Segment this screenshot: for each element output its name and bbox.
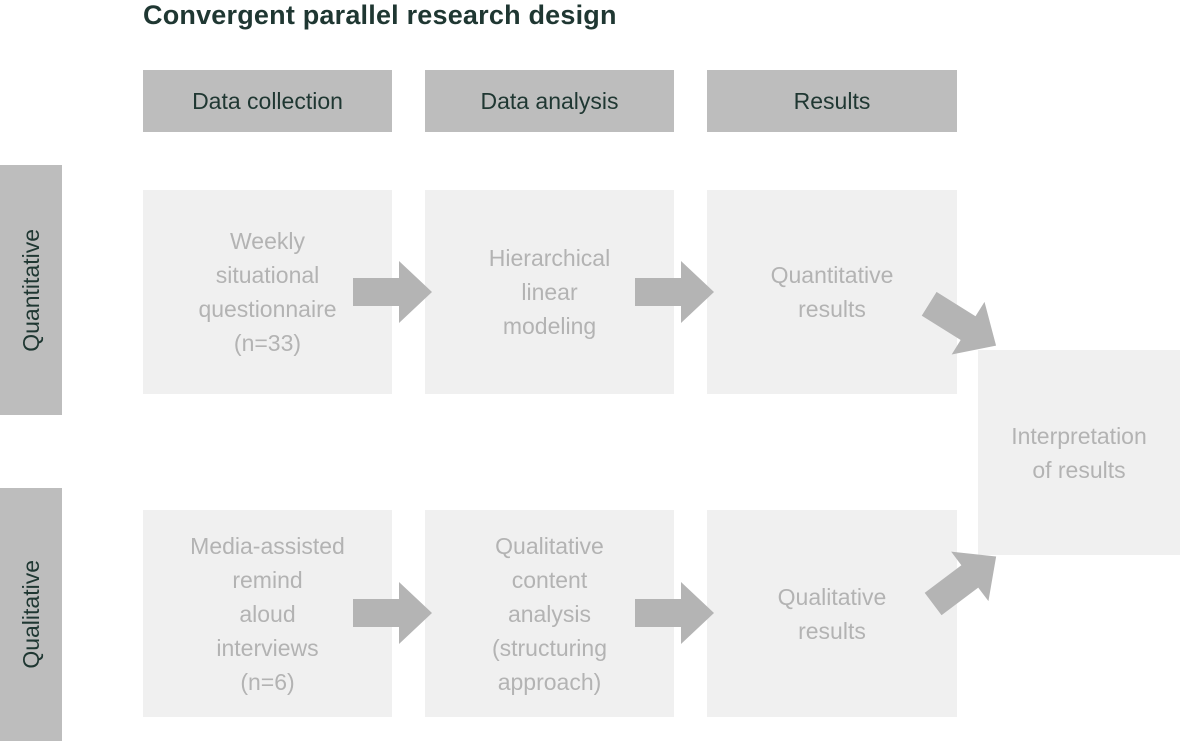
column-header-data-analysis: Data analysis — [425, 70, 674, 132]
arrow-icon — [353, 582, 432, 644]
box-qualitative-results: Qualitative results — [707, 510, 957, 717]
column-header-results: Results — [707, 70, 957, 132]
box-qualitative-collection: Media-assisted remind aloud interviews (… — [143, 510, 392, 717]
arrow-icon — [353, 261, 432, 323]
box-qualitative-analysis: Qualitative content analysis (structurin… — [425, 510, 674, 717]
arrow-icon — [635, 261, 714, 323]
arrow-up-right-icon — [924, 551, 997, 616]
diagram-title: Convergent parallel research design — [143, 0, 617, 30]
row-label-quantitative: Quantitative — [0, 165, 62, 415]
box-quantitative-results: Quantitative results — [707, 190, 957, 394]
row-label-quantitative-text: Quantitative — [17, 228, 44, 352]
column-header-data-collection: Data collection — [143, 70, 392, 132]
arrow-down-right-icon — [921, 291, 997, 355]
box-quantitative-collection: Weekly situational questionnaire (n=33) — [143, 190, 392, 394]
box-quantitative-analysis: Hierarchical linear modeling — [425, 190, 674, 394]
arrow-icon — [635, 582, 714, 644]
row-label-qualitative-text: Qualitative — [17, 560, 44, 669]
box-interpretation-of-results: Interpretation of results — [978, 350, 1180, 555]
row-label-qualitative: Qualitative — [0, 488, 62, 741]
